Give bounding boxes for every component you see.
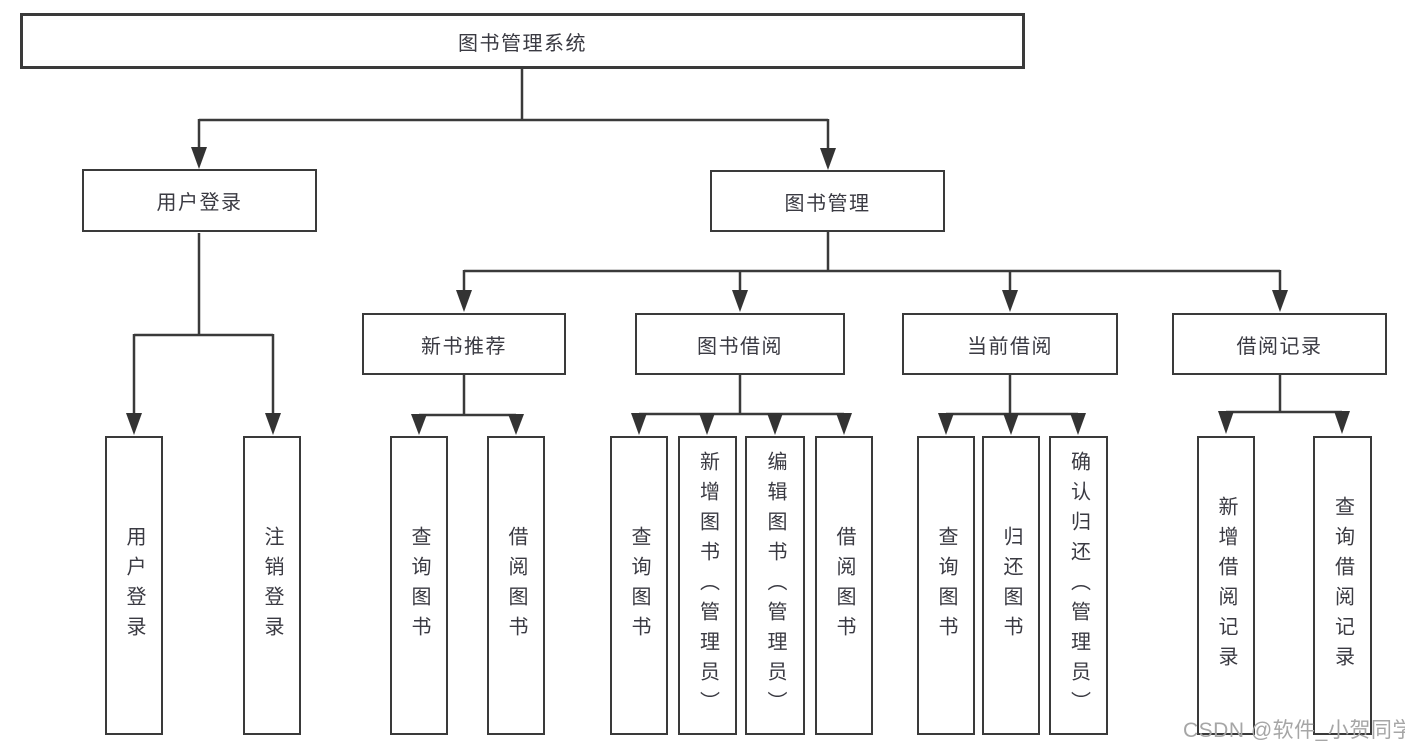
leaf-label: 查询图书 [935,525,957,646]
node-label: 用户登录 [156,192,243,214]
leaf-query-books-current: 查询图书 [917,436,975,735]
node-label: 图书管理 [784,192,871,215]
node-label: 新书推荐 [421,335,507,358]
leaf-label: 借阅图书 [833,525,855,646]
node-borrow-records: 借阅记录 [1172,313,1387,375]
leaf-query-books-recommend: 查询图书 [390,436,448,735]
leaf-label: 归还图书 [1000,525,1022,646]
node-root-system: 图书管理系统 [20,13,1025,69]
leaf-edit-books-admin: 编辑图书（管理员） [745,436,805,735]
node-label: 借阅记录 [1236,335,1323,358]
node-book-borrow: 图书借阅 [635,313,845,375]
leaf-return-books: 归还图书 [982,436,1040,735]
leaf-confirm-return-admin: 确认归还（管理员） [1049,436,1108,735]
leaf-add-borrow-record: 新增借阅记录 [1197,436,1255,735]
leaf-label: 查询借阅记录 [1331,495,1354,676]
node-label: 图书借阅 [697,335,783,358]
node-root-label: 图书管理系统 [458,32,587,55]
leaf-label: 新增借阅记录 [1215,495,1237,676]
leaf-logout: 注销登录 [243,436,301,735]
node-new-book-recommend: 新书推荐 [362,313,566,375]
leaf-borrow-books: 借阅图书 [815,436,873,735]
leaf-label: 借阅图书 [505,525,527,646]
leaf-add-books-admin: 新增图书（管理员） [678,436,737,735]
leaf-borrow-books-recommend: 借阅图书 [487,436,545,735]
node-book-management-module: 图书管理 [710,170,945,232]
leaf-label: 用户登录 [123,525,145,646]
leaf-label: 编辑图书（管理员） [764,450,786,721]
leaf-user-login: 用户登录 [105,436,163,735]
leaf-query-borrow-record: 查询借阅记录 [1313,436,1372,735]
leaf-label: 新增图书（管理员） [696,450,719,721]
leaf-query-books-borrow: 查询图书 [610,436,668,735]
leaf-label: 查询图书 [628,525,650,646]
leaf-label: 注销登录 [261,525,283,646]
node-current-borrow: 当前借阅 [902,313,1118,375]
leaf-label: 确认归还（管理员） [1067,450,1090,721]
node-label: 当前借阅 [967,335,1053,358]
leaf-label: 查询图书 [408,525,430,646]
node-user-login-module: 用户登录 [82,169,317,232]
csdn-watermark: CSDN @软件_小贺同学 [1183,719,1405,742]
